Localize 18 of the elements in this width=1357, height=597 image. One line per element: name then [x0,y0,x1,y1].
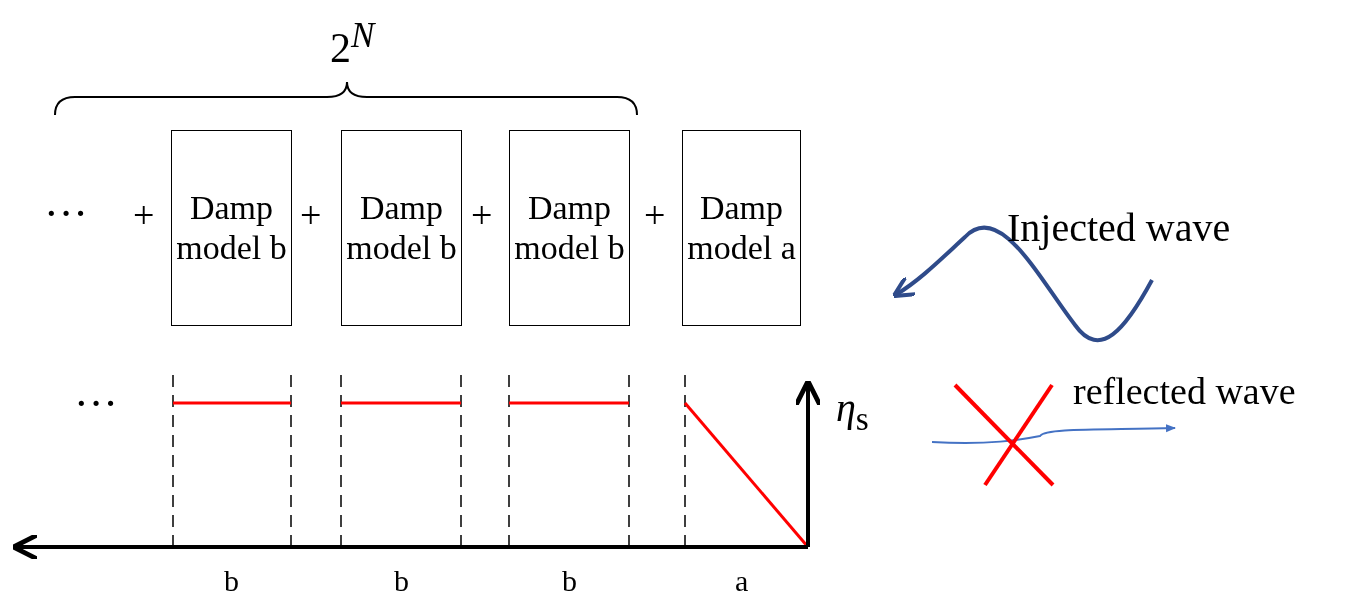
plus-sign: + [300,196,322,234]
ellipsis: ··· [74,382,118,426]
segment-label: b [224,566,239,596]
plus-sign: + [133,196,155,234]
segment-label: b [394,566,409,596]
exponent-label: 2$^{N}$ [330,18,375,69]
plus-sign: + [471,196,493,234]
segment-label: b [562,566,577,596]
axis-label: η$_{s}$ [836,388,869,436]
model-box: Damp model b [171,130,292,326]
segment-label: a [735,566,749,596]
ellipsis: ··· [44,192,88,236]
wave-label: reflected wave [1073,372,1296,410]
model-box: Damp model a [682,130,801,326]
wave-label: Injected wave [1007,208,1231,248]
model-box: Damp model b [341,130,462,326]
model-box: Damp model b [509,130,630,326]
plus-sign: + [644,196,666,234]
